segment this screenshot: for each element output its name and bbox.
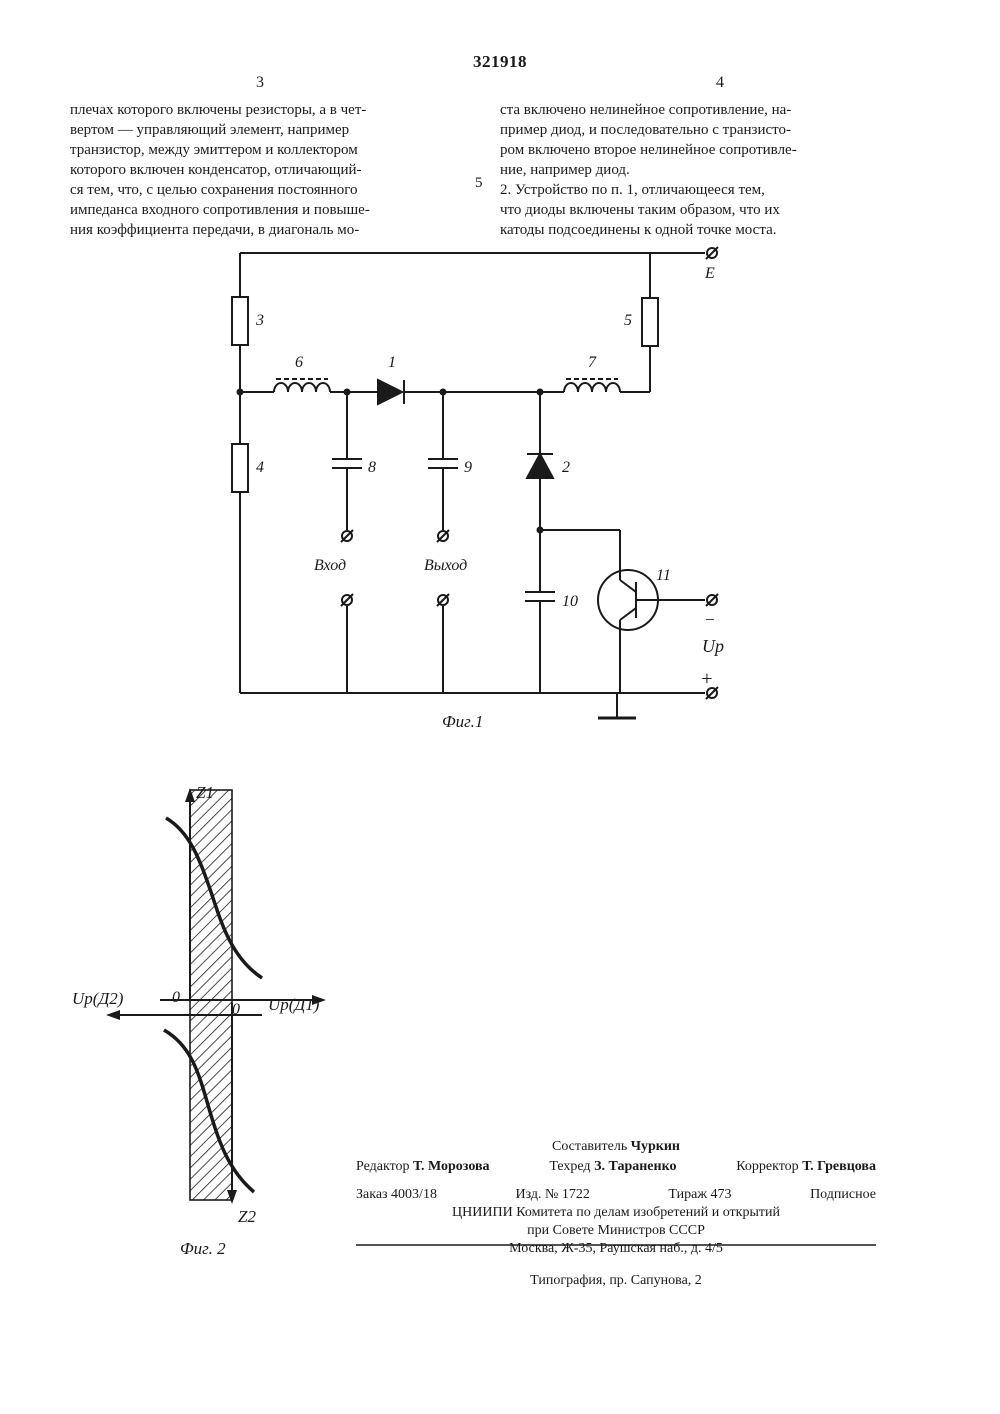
label-right-axis: Uр(Д1)	[268, 995, 320, 1014]
figure-1-circuit	[232, 247, 718, 718]
label-9: 9	[464, 459, 472, 476]
label-minus: −	[704, 610, 715, 629]
label-input: Вход	[314, 557, 346, 574]
figure-1-labels: E 3 4 5 6 1 7 8 9 2 10 11 Вход Выход − U…	[255, 265, 724, 731]
label-2: 2	[562, 459, 570, 476]
staff-line: Редактор Т. Морозова Техред З. Тараненко…	[356, 1158, 876, 1176]
label-up: Uр	[702, 636, 724, 656]
inductor-7	[564, 383, 620, 392]
label-3: 3	[255, 312, 264, 329]
arrow-left-icon	[106, 1010, 120, 1020]
diode-2	[527, 454, 553, 478]
label-output: Выход	[424, 557, 467, 574]
label-plus: +	[700, 668, 714, 690]
figure-2-caption: Фиг. 2	[180, 1239, 226, 1258]
label-zero-right: 0	[232, 1001, 240, 1018]
label-10: 10	[562, 593, 578, 610]
label-left-axis: Uр(Д2)	[72, 989, 124, 1008]
resistor-4	[232, 444, 248, 492]
org-line-1: ЦНИИПИ Комитета по делам изобретений и о…	[356, 1204, 876, 1222]
org-line-2: при Совете Министров СССР	[356, 1222, 876, 1240]
order-line: Заказ 4003/18 Изд. № 1722 Тираж 473 Подп…	[356, 1186, 876, 1204]
credits: Составитель Чуркин Редактор Т. Морозова …	[356, 1138, 876, 1290]
label-4: 4	[256, 459, 264, 476]
label-1: 1	[388, 354, 396, 371]
label-6: 6	[295, 354, 303, 371]
figure-1-caption: Фиг.1	[442, 712, 483, 731]
label-5: 5	[624, 312, 632, 329]
inductor-6	[274, 383, 330, 392]
printer-line: Типография, пр. Сапунова, 2	[356, 1272, 876, 1290]
label-zero-left: 0	[172, 989, 180, 1006]
label-z1: Z1	[196, 783, 214, 802]
label-e: E	[704, 265, 715, 282]
diode-1	[378, 380, 402, 404]
label-z2: Z2	[238, 1207, 256, 1226]
address-line: Москва, Ж-35, Раушская наб., д. 4/5	[356, 1240, 876, 1258]
label-8: 8	[368, 459, 376, 476]
compiler-line: Составитель Чуркин	[356, 1138, 876, 1156]
label-11: 11	[656, 567, 671, 584]
resistor-5	[642, 298, 658, 346]
label-7: 7	[588, 354, 597, 371]
resistor-3	[232, 297, 248, 345]
